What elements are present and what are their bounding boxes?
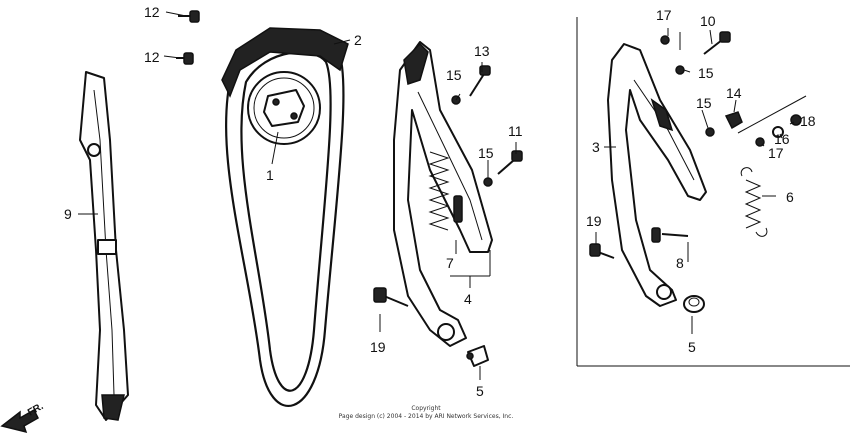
copyright: Copyright Page design (c) 2004 - 2014 by… bbox=[339, 405, 514, 420]
cam-chain bbox=[221, 27, 349, 407]
copyright-line2: Page design (c) 2004 - 2014 by ARI Netwo… bbox=[339, 413, 514, 420]
label-16: 16 bbox=[774, 131, 790, 147]
cam-sprocket bbox=[247, 71, 321, 145]
label-19-center: 19 bbox=[370, 339, 386, 355]
label-1: 1 bbox=[266, 167, 274, 183]
label-15-a: 15 bbox=[446, 67, 462, 83]
label-2: 2 bbox=[354, 32, 362, 48]
inset-frame bbox=[576, 17, 850, 367]
nut-14 bbox=[724, 111, 743, 130]
collar-5-center bbox=[466, 345, 489, 367]
label-7: 7 bbox=[446, 255, 454, 271]
washer-15c bbox=[675, 65, 685, 75]
label-9: 9 bbox=[64, 206, 72, 222]
label-17-upper: 17 bbox=[656, 7, 672, 23]
bolt-10 bbox=[703, 31, 731, 55]
label-12-upper: 12 bbox=[144, 4, 160, 20]
washer-17a bbox=[660, 35, 670, 45]
cam-chain-guide bbox=[79, 71, 129, 421]
bolt-12-upper bbox=[178, 10, 200, 23]
part-labels: 12 12 2 1 9 13 15 15 11 7 4 19 5 17 10 1… bbox=[64, 4, 816, 399]
label-5-center: 5 bbox=[476, 383, 484, 399]
washer-15b bbox=[483, 177, 493, 187]
label-14: 14 bbox=[726, 85, 742, 101]
tensioner-arm bbox=[393, 41, 493, 347]
label-13: 13 bbox=[474, 43, 490, 59]
label-6: 6 bbox=[786, 189, 794, 205]
tensioner-arm-inset bbox=[607, 43, 707, 307]
label-8: 8 bbox=[676, 255, 684, 271]
label-11: 11 bbox=[508, 123, 523, 139]
front-arrow-label: FR. bbox=[26, 401, 46, 419]
label-19-inset: 19 bbox=[586, 213, 602, 229]
bolt-12-lower bbox=[176, 52, 194, 65]
label-18: 18 bbox=[800, 113, 816, 129]
label-12-lower: 12 bbox=[144, 49, 160, 65]
label-5-inset: 5 bbox=[688, 339, 696, 355]
tensioner-spring bbox=[428, 151, 463, 231]
bolt-11 bbox=[497, 150, 523, 175]
leader-lines bbox=[78, 11, 795, 380]
copyright-line1: Copyright bbox=[411, 405, 441, 412]
label-15-b: 15 bbox=[478, 145, 494, 161]
pin-8 bbox=[651, 227, 689, 243]
label-15-d: 15 bbox=[696, 95, 712, 111]
label-17-lower: 17 bbox=[768, 145, 784, 161]
label-4: 4 bbox=[464, 291, 472, 307]
label-3: 3 bbox=[592, 139, 600, 155]
spring-6 bbox=[740, 167, 768, 237]
front-arrow: FR. bbox=[0, 401, 46, 434]
bolt-19-inset bbox=[589, 243, 615, 259]
label-10: 10 bbox=[700, 13, 716, 29]
bolt-19-center bbox=[373, 287, 409, 307]
bolt-13 bbox=[469, 65, 491, 97]
label-15-c: 15 bbox=[698, 65, 714, 81]
washer-15d bbox=[705, 127, 715, 137]
collar-5-inset bbox=[683, 295, 705, 313]
